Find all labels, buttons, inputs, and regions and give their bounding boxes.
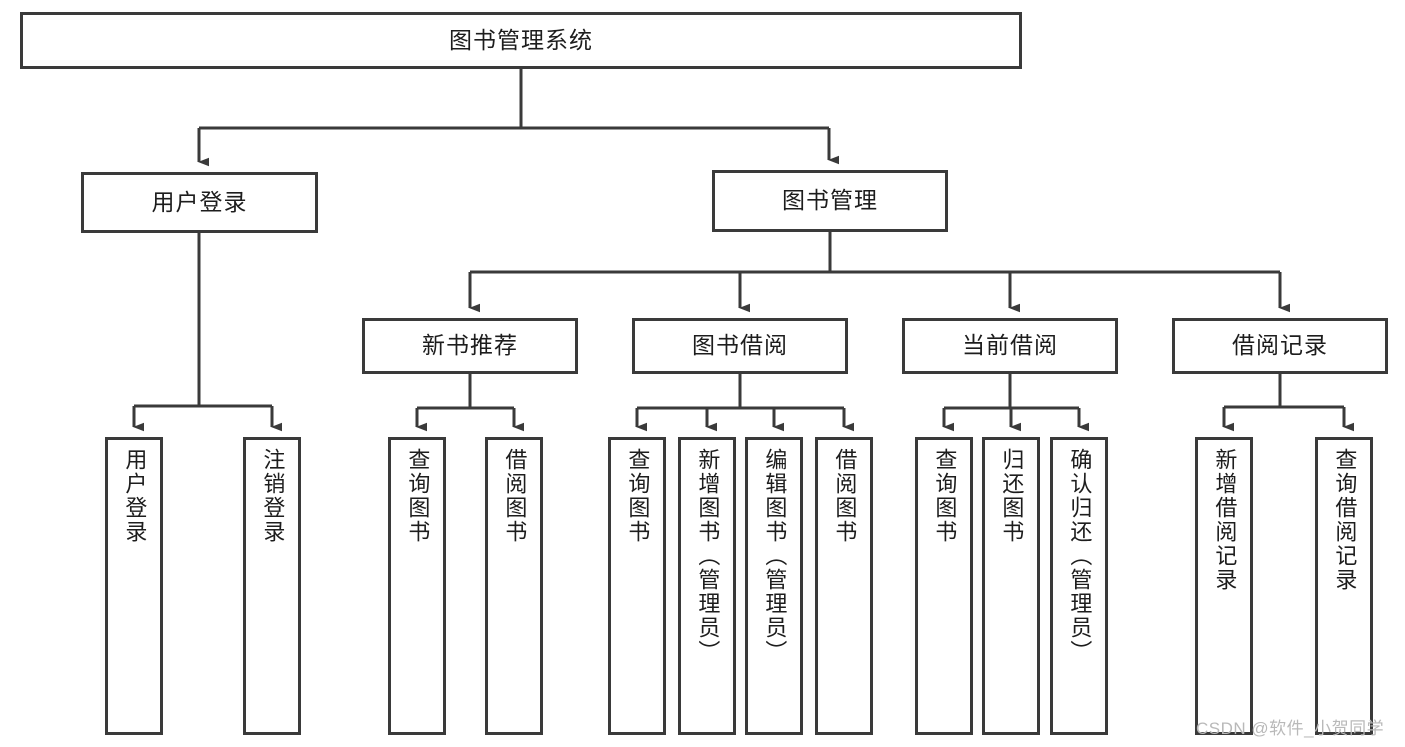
node-add-borrow-record-label: 新增借阅记录	[1212, 448, 1238, 592]
connector-borrow-record-to-leaves	[1222, 374, 1354, 432]
node-borrow-book-2-label: 借阅图书	[832, 448, 858, 544]
node-user-logout-leaf[interactable]: 注销登录	[243, 437, 301, 735]
node-query-borrow-record[interactable]: 查询借阅记录	[1315, 437, 1373, 735]
connector-root-to-level1	[197, 69, 839, 167]
node-book-borrow[interactable]: 图书借阅	[632, 318, 848, 374]
node-edit-book-admin-label: 编辑图书（管理员）	[762, 448, 788, 664]
node-new-book-recommend-label: 新书推荐	[422, 332, 518, 359]
node-query-book-2[interactable]: 查询图书	[608, 437, 666, 735]
node-return-book[interactable]: 归还图书	[982, 437, 1040, 735]
node-book-borrow-label: 图书借阅	[692, 332, 788, 359]
connector-book-borrow-to-leaves	[635, 374, 854, 432]
node-borrow-book-1-label: 借阅图书	[502, 448, 528, 544]
node-new-book-recommend[interactable]: 新书推荐	[362, 318, 578, 374]
node-edit-book-admin[interactable]: 编辑图书（管理员）	[745, 437, 803, 735]
connector-current-borrow-to-leaves	[942, 374, 1089, 432]
node-user-login-leaf-label: 用户登录	[122, 448, 148, 544]
node-query-book-1[interactable]: 查询图书	[388, 437, 446, 735]
connector-new-book-recommend-to-leaves	[415, 374, 524, 432]
node-user-login-label: 用户登录	[151, 188, 248, 215]
node-query-book-3-label: 查询图书	[932, 448, 958, 544]
node-borrow-book-2[interactable]: 借阅图书	[815, 437, 873, 735]
node-user-logout-leaf-label: 注销登录	[260, 448, 286, 544]
node-borrow-record[interactable]: 借阅记录	[1172, 318, 1388, 374]
node-root-label: 图书管理系统	[449, 26, 593, 53]
node-current-borrow-label: 当前借阅	[962, 332, 1058, 359]
node-current-borrow[interactable]: 当前借阅	[902, 318, 1118, 374]
node-confirm-return-admin-label: 确认归还（管理员）	[1067, 448, 1093, 664]
node-borrow-book-1[interactable]: 借阅图书	[485, 437, 543, 735]
node-query-book-1-label: 查询图书	[405, 448, 431, 544]
node-query-book-3[interactable]: 查询图书	[915, 437, 973, 735]
node-return-book-label: 归还图书	[999, 448, 1025, 544]
node-query-book-2-label: 查询图书	[625, 448, 651, 544]
node-add-borrow-record[interactable]: 新增借阅记录	[1195, 437, 1253, 735]
node-add-book-admin[interactable]: 新增图书（管理员）	[678, 437, 736, 735]
node-borrow-record-label: 借阅记录	[1232, 332, 1328, 359]
connector-user-login-to-leaves	[132, 233, 282, 432]
csdn-watermark: CSDN @软件_小贺同学	[1196, 719, 1385, 738]
node-book-management-label: 图书管理	[782, 187, 878, 214]
node-user-login[interactable]: 用户登录	[81, 172, 318, 233]
node-add-book-admin-label: 新增图书（管理员）	[695, 448, 721, 664]
node-user-login-leaf[interactable]: 用户登录	[105, 437, 163, 735]
node-confirm-return-admin[interactable]: 确认归还（管理员）	[1050, 437, 1108, 735]
connector-book-management-to-level2	[468, 232, 1290, 313]
node-query-borrow-record-label: 查询借阅记录	[1332, 448, 1358, 592]
node-book-management[interactable]: 图书管理	[712, 170, 948, 232]
node-root[interactable]: 图书管理系统	[20, 12, 1022, 69]
